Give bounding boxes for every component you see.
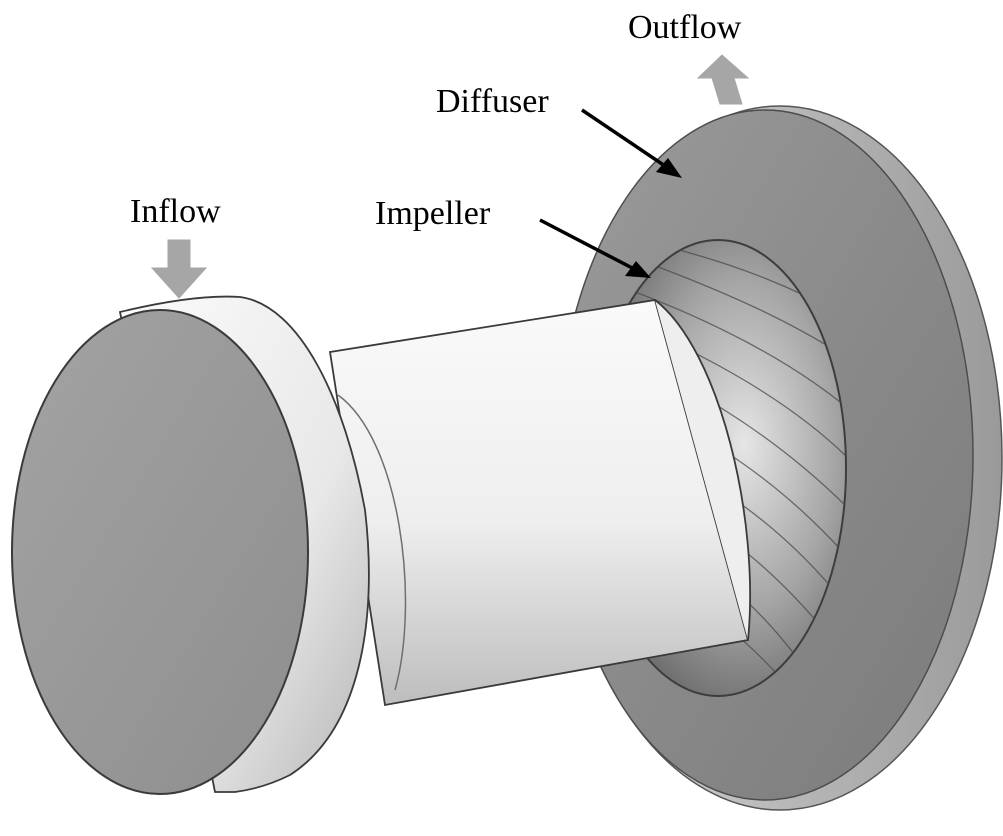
diffuser-pointer-arrow — [581, 108, 682, 178]
down-arrow-icon — [150, 239, 208, 299]
casing-cylinder — [328, 298, 751, 707]
inlet-face — [11, 309, 309, 795]
cylinder-right-edge — [654, 299, 751, 641]
impeller-pointer-arrow — [539, 218, 651, 278]
diffuser-label: Diffuser — [436, 83, 549, 120]
inflow-label: Inflow — [130, 193, 221, 230]
cylinder-neck-groove — [337, 394, 407, 691]
up-arrow-icon — [696, 54, 750, 105]
outflow-label: Outflow — [628, 9, 742, 46]
inlet — [11, 295, 370, 795]
impeller-label: Impeller — [375, 195, 491, 232]
